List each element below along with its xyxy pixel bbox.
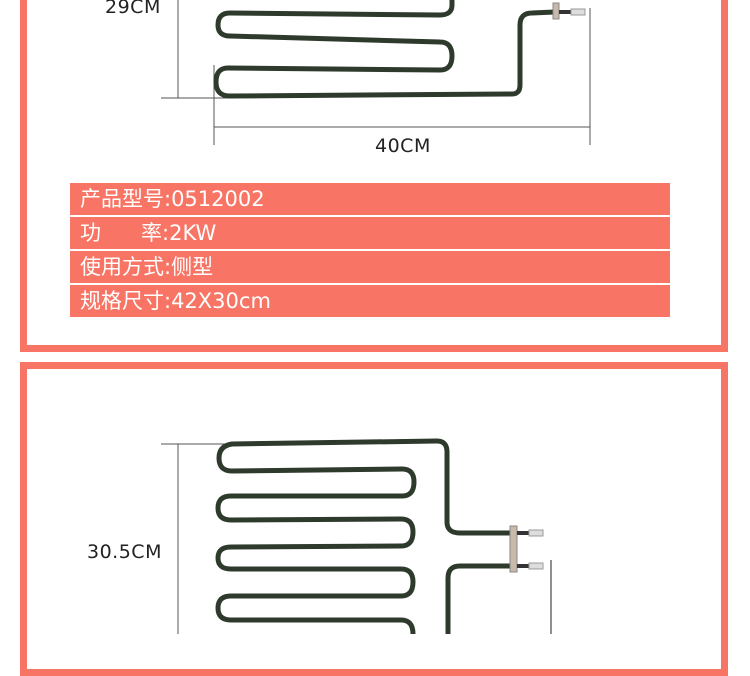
spec-row-usage: 使用方式:侧型 bbox=[70, 251, 670, 283]
dimension-lines bbox=[161, 0, 591, 634]
spec-row-power: 功 率:2KW bbox=[70, 217, 670, 249]
spec-row-model: 产品型号:0512002 bbox=[70, 183, 670, 215]
height-dimension-label-bottom: 30.5CM bbox=[87, 541, 162, 563]
height-dimension-label-top: 29CM bbox=[105, 0, 161, 18]
heating-element-top bbox=[213, 0, 558, 99]
terminal-top bbox=[552, 2, 586, 20]
heating-element-bottom bbox=[215, 438, 515, 634]
spec-row-size: 规格尺寸:42X30cm bbox=[70, 285, 670, 317]
width-dimension-label-top: 40CM bbox=[375, 135, 431, 157]
heating-element-illustrations bbox=[161, 0, 591, 634]
spec-table: 产品型号:0512002 功 率:2KW 使用方式:侧型 规格尺寸:42X30c… bbox=[70, 183, 670, 319]
terminal-bottom bbox=[509, 525, 544, 573]
